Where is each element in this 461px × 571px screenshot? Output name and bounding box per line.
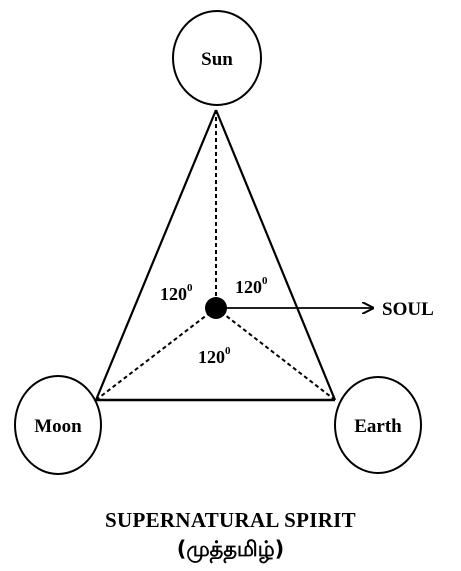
dotted-line-moon-soul [95,307,217,401]
angle-left-degree: 0 [187,282,193,294]
angle-right-degree: 0 [262,275,268,287]
moon-label: Moon [34,416,82,437]
angle-left-value: 120 [160,284,187,304]
sun-node [172,10,262,106]
angle-label-bottom: 1200 [198,345,231,367]
angle-label-right: 1200 [235,275,268,297]
earth-label: Earth [354,416,402,437]
edge-sun-earth [214,109,337,401]
angle-label-left: 1200 [160,282,193,304]
soul-dot [205,297,227,319]
soul-label: SOUL [382,299,434,320]
earth-node [334,376,422,474]
edge-sun-moon [94,109,218,401]
angle-bottom-degree: 0 [225,345,231,357]
caption-title: SUPERNATURAL SPIRIT [105,508,356,532]
moon-node [14,375,102,475]
angle-right-value: 120 [235,277,262,297]
angle-bottom-value: 120 [198,347,225,367]
sun-label: Sun [201,49,233,70]
caption-subtitle: (முத்தமிழ்) [176,537,285,561]
